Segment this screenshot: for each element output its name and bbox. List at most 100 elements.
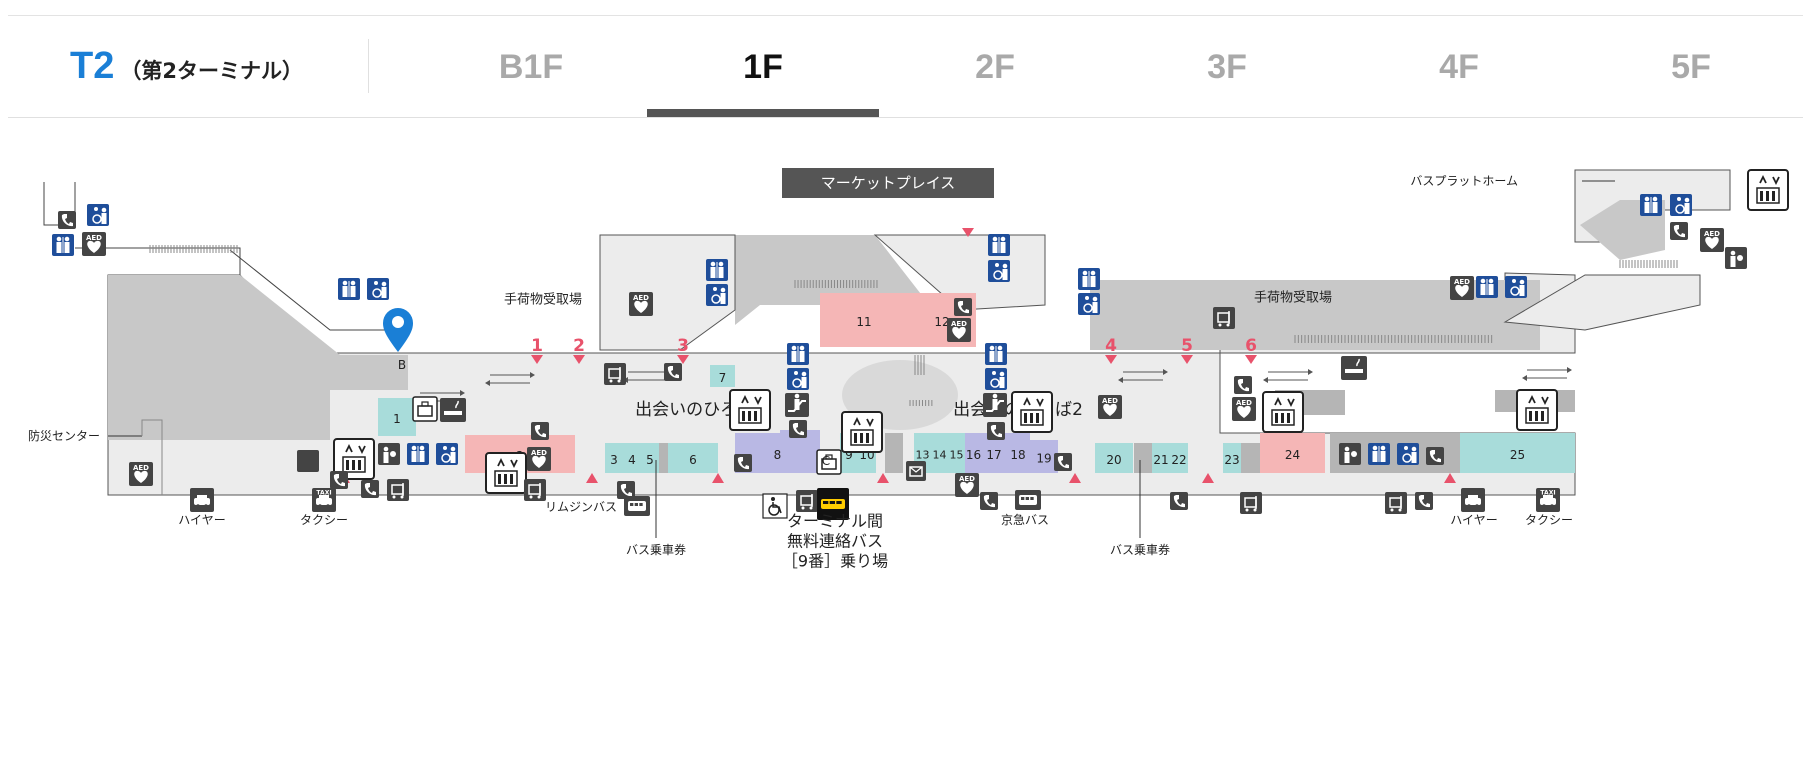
wheelchair-head — [1404, 446, 1408, 450]
aed-text: AED — [1102, 397, 1118, 405]
person-head — [383, 446, 389, 452]
shop-5 — [641, 443, 659, 473]
wheelchair-wheel — [1510, 286, 1520, 296]
locker-handle — [825, 454, 833, 460]
nursing-room-icon-bg — [1725, 247, 1747, 269]
phone-icon — [664, 363, 682, 381]
phone-shape — [1237, 379, 1249, 392]
person-body — [1372, 451, 1378, 462]
shop-18 — [1006, 433, 1030, 473]
cart-wheel — [801, 506, 805, 510]
shop-23 — [1223, 443, 1241, 473]
tab-5f[interactable]: 5F — [1671, 48, 1711, 86]
baggage-cart-icon-bg — [604, 363, 626, 385]
elevator-person — [352, 460, 355, 470]
coin-locker-icon[interactable] — [816, 449, 842, 475]
hire-left-label: ハイヤー — [178, 513, 225, 527]
bus-ticket-right-label: バス乗車券 — [1110, 542, 1170, 557]
TAXI: TAXI — [312, 488, 336, 512]
elevator-icon[interactable] — [1262, 391, 1304, 433]
elevator-car — [738, 407, 762, 424]
AED: AED — [947, 318, 971, 342]
wheelchair-head — [94, 207, 98, 211]
coin-locker-icon[interactable] — [412, 396, 438, 422]
elevator-person — [1281, 413, 1284, 423]
elevator-icon[interactable] — [841, 411, 883, 453]
tab-3f[interactable]: 3F — [1207, 48, 1247, 86]
phone-icon-bg — [789, 420, 807, 438]
aed-text: AED — [86, 234, 102, 242]
elevator-person — [1766, 191, 1769, 201]
phone-icon — [1234, 376, 1252, 394]
wheelchair-body — [772, 502, 782, 514]
phone-icon-bg — [664, 363, 682, 381]
cart-wheel — [1226, 323, 1230, 327]
wheelchair-head — [1677, 197, 1681, 201]
exit-number-5: 5 — [1181, 336, 1193, 356]
elevator-person — [1275, 413, 1278, 423]
exit-number-3: 3 — [677, 336, 689, 356]
restroom-icon — [988, 234, 1010, 256]
walkway-arrow-head — [1567, 367, 1572, 373]
tab-2f[interactable]: 2F — [975, 48, 1015, 86]
phone-icon — [617, 481, 635, 499]
accessible-restroom-icon — [706, 284, 728, 306]
gate-marker — [1202, 473, 1214, 483]
cart-wheel — [1390, 508, 1394, 512]
terminal-label: T2（第2ターミナル） — [70, 45, 303, 88]
phone-shape — [333, 474, 345, 487]
elevator-frame — [485, 452, 527, 494]
elevator-icon[interactable] — [1516, 389, 1558, 431]
tab-b1f[interactable]: B1F — [498, 48, 564, 86]
heart-shape — [532, 455, 546, 468]
baggage-claim-right-label: 手荷物受取場 — [1254, 291, 1332, 306]
phone-shape — [667, 366, 679, 379]
disaster-center-outline — [141, 419, 163, 495]
shop-number-24: 24 — [1285, 448, 1300, 462]
elevator-person — [866, 433, 869, 443]
location-pin[interactable] — [383, 308, 413, 352]
gate-marker — [877, 473, 889, 483]
exit-marker-4 — [1105, 355, 1117, 364]
limousine-bus-label: リムジンバス — [545, 500, 617, 514]
gate-marker — [962, 228, 974, 237]
active-tab-indicator — [647, 109, 879, 117]
phone-icon — [1054, 453, 1072, 471]
elevator-icon[interactable] — [333, 438, 375, 480]
elevator-person — [1772, 191, 1775, 201]
car-roof — [319, 495, 329, 499]
wheelchair-wheel — [711, 294, 721, 304]
elevator-icon[interactable] — [729, 389, 771, 431]
elevator-icon[interactable] — [485, 452, 527, 494]
tab-1f[interactable]: 1F — [743, 48, 783, 86]
wheelchair-head — [374, 281, 378, 285]
shop-number-21: 21 — [1153, 453, 1168, 467]
cart-wheel — [1218, 323, 1222, 327]
person-body — [56, 242, 62, 253]
elevator-arrows — [1528, 394, 1549, 406]
elevator-person — [1036, 413, 1039, 423]
baggage-cart-icon — [1240, 492, 1262, 514]
elevator-icon[interactable] — [1011, 391, 1053, 433]
phone-icon-bg — [1234, 376, 1252, 394]
elevator-car — [1271, 409, 1295, 426]
shop-11 — [820, 293, 908, 347]
elevator-frame — [1516, 389, 1558, 431]
restroom-icon — [1078, 268, 1100, 290]
AED: AED — [955, 473, 979, 497]
car-roof — [1543, 495, 1553, 499]
tab-4f[interactable]: 4F — [1439, 48, 1479, 86]
escalator-steps — [914, 355, 925, 375]
phone-shape — [1057, 456, 1069, 469]
elevator-icon[interactable] — [1747, 169, 1789, 211]
person-body — [1411, 452, 1417, 463]
AED: AED — [1700, 228, 1724, 252]
nursing-room-icon — [1339, 443, 1361, 465]
baggage-cart-icon — [524, 479, 546, 501]
person-head — [1344, 446, 1350, 452]
restroom-icon — [407, 443, 429, 465]
envelope-flap — [909, 466, 923, 473]
person-head — [381, 281, 387, 287]
elevator-arrows — [1759, 174, 1780, 186]
shop-22 — [1170, 443, 1188, 473]
